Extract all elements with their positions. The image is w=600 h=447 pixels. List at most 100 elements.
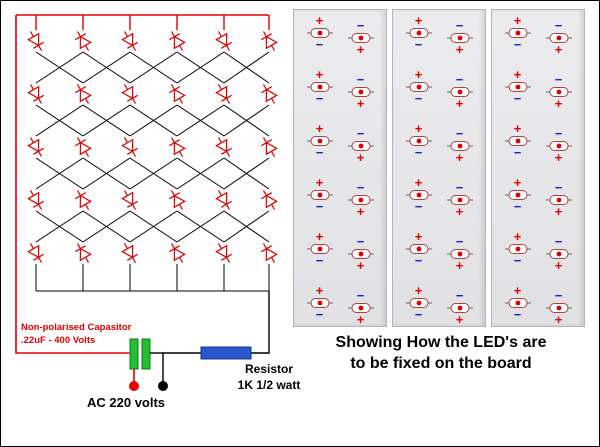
polarity-minus: −	[513, 253, 522, 268]
led-icon	[347, 141, 374, 151]
led-unit: +−	[499, 122, 536, 159]
led-pair-row: +−−+	[495, 68, 581, 110]
led-pair-row: +−−+	[495, 122, 581, 164]
polarity-minus: −	[414, 91, 423, 106]
polarity-minus: −	[455, 288, 464, 303]
capacitor-label: Non-polarised Capasitor .22uF - 400 Volt…	[21, 322, 131, 348]
led-board-strips: +−−++−−++−−++−−++−−++−−++−−++−−++−−++−−+…	[293, 9, 585, 327]
polarity-plus: +	[356, 150, 365, 165]
led-icon	[347, 87, 374, 97]
resistor-body	[200, 346, 252, 360]
led-symbol	[261, 31, 278, 51]
led-unit: −+	[441, 126, 478, 165]
led-symbol	[169, 243, 186, 263]
led-icon	[306, 136, 333, 146]
led-icon	[545, 87, 572, 97]
led-symbol	[261, 243, 278, 263]
led-symbol	[215, 84, 232, 104]
polarity-plus: +	[513, 13, 522, 28]
led-icon	[347, 303, 374, 313]
led-unit: +−	[301, 121, 338, 160]
polarity-minus: −	[414, 199, 423, 214]
polarity-minus: −	[554, 288, 563, 303]
led-unit: −+	[342, 235, 379, 273]
polarity-minus: −	[554, 18, 563, 33]
led-symbol	[75, 84, 92, 104]
led-unit: +−	[400, 284, 437, 322]
polarity-plus: +	[414, 13, 423, 28]
polarity-minus: −	[455, 72, 464, 87]
led-symbol	[121, 190, 138, 210]
led-unit: −+	[540, 234, 577, 272]
led-symbol	[169, 84, 186, 104]
left-bus-wire	[15, 15, 130, 354]
polarity-minus: −	[513, 91, 522, 106]
led-icon	[446, 141, 473, 151]
polarity-minus: −	[315, 307, 324, 322]
led-unit: −+	[441, 288, 478, 326]
led-symbol	[27, 190, 44, 210]
polarity-plus: +	[315, 13, 324, 28]
led-pair-row: +−−+	[495, 283, 581, 326]
led-icon	[545, 249, 572, 259]
polarity-minus: −	[356, 126, 365, 141]
polarity-minus: −	[315, 145, 324, 160]
led-pair-row: + − −+	[297, 283, 383, 326]
led-symbol	[75, 31, 92, 51]
led-unit: −+	[342, 126, 379, 165]
led-pair-row: +−−+	[297, 121, 383, 164]
led-symbol	[75, 137, 92, 157]
led-icon	[504, 244, 531, 254]
led-unit: −+	[441, 180, 478, 219]
board-panel: +−−++−−++−−++−−++−−++−−+	[491, 9, 585, 327]
polarity-plus: +	[554, 204, 563, 219]
led-icon	[405, 298, 432, 308]
polarity-minus: −	[414, 307, 423, 322]
polarity-minus: −	[455, 126, 464, 141]
led-symbol	[215, 137, 232, 157]
polarity-plus: +	[315, 121, 324, 136]
led-unit: −+	[540, 181, 577, 219]
ac-live-terminal	[129, 381, 139, 391]
resistor-label: Resistor 1K 1/2 watt	[213, 362, 325, 393]
polarity-minus: −	[455, 234, 464, 249]
polarity-plus: +	[356, 204, 365, 219]
polarity-plus: +	[455, 150, 464, 165]
led-pair-row: +−−+	[396, 176, 482, 218]
led-unit: +−	[499, 13, 536, 51]
polarity-minus: −	[315, 253, 324, 268]
led-icon	[347, 249, 374, 259]
polarity-plus: +	[455, 204, 464, 219]
polarity-minus: −	[455, 180, 464, 195]
polarity-plus: +	[513, 283, 522, 298]
led-icon	[504, 136, 531, 146]
polarity-minus: −	[414, 37, 423, 52]
polarity-minus: −	[315, 37, 324, 52]
polarity-minus: −	[315, 91, 324, 106]
led-symbol	[75, 190, 92, 210]
led-icon	[446, 87, 473, 97]
capacitor-label-line1: Non-polarised Capasitor	[21, 322, 132, 333]
led-icon	[405, 244, 432, 254]
circuit-diagram-svg	[15, 14, 278, 391]
board-panel: +−−++−−++−−++−−++−−++−−+	[392, 9, 486, 327]
led-symbol	[261, 190, 278, 210]
led-icon	[446, 33, 473, 43]
led-unit: +−	[400, 176, 437, 214]
polarity-plus: +	[414, 229, 423, 244]
polarity-plus: +	[315, 283, 324, 298]
polarity-plus: +	[315, 175, 324, 190]
polarity-plus: +	[554, 42, 563, 57]
polarity-plus: +	[356, 258, 365, 273]
polarity-plus: +	[414, 121, 423, 136]
led-icon	[504, 190, 531, 200]
polarity-minus: −	[356, 72, 365, 87]
led-unit: −+	[441, 234, 478, 272]
led-symbol	[261, 137, 278, 157]
polarity-minus: −	[554, 234, 563, 249]
led-icon	[347, 195, 374, 205]
led-icon	[545, 195, 572, 205]
led-unit: −+	[342, 289, 379, 326]
led-icon	[504, 82, 531, 92]
led-symbol	[27, 31, 44, 51]
